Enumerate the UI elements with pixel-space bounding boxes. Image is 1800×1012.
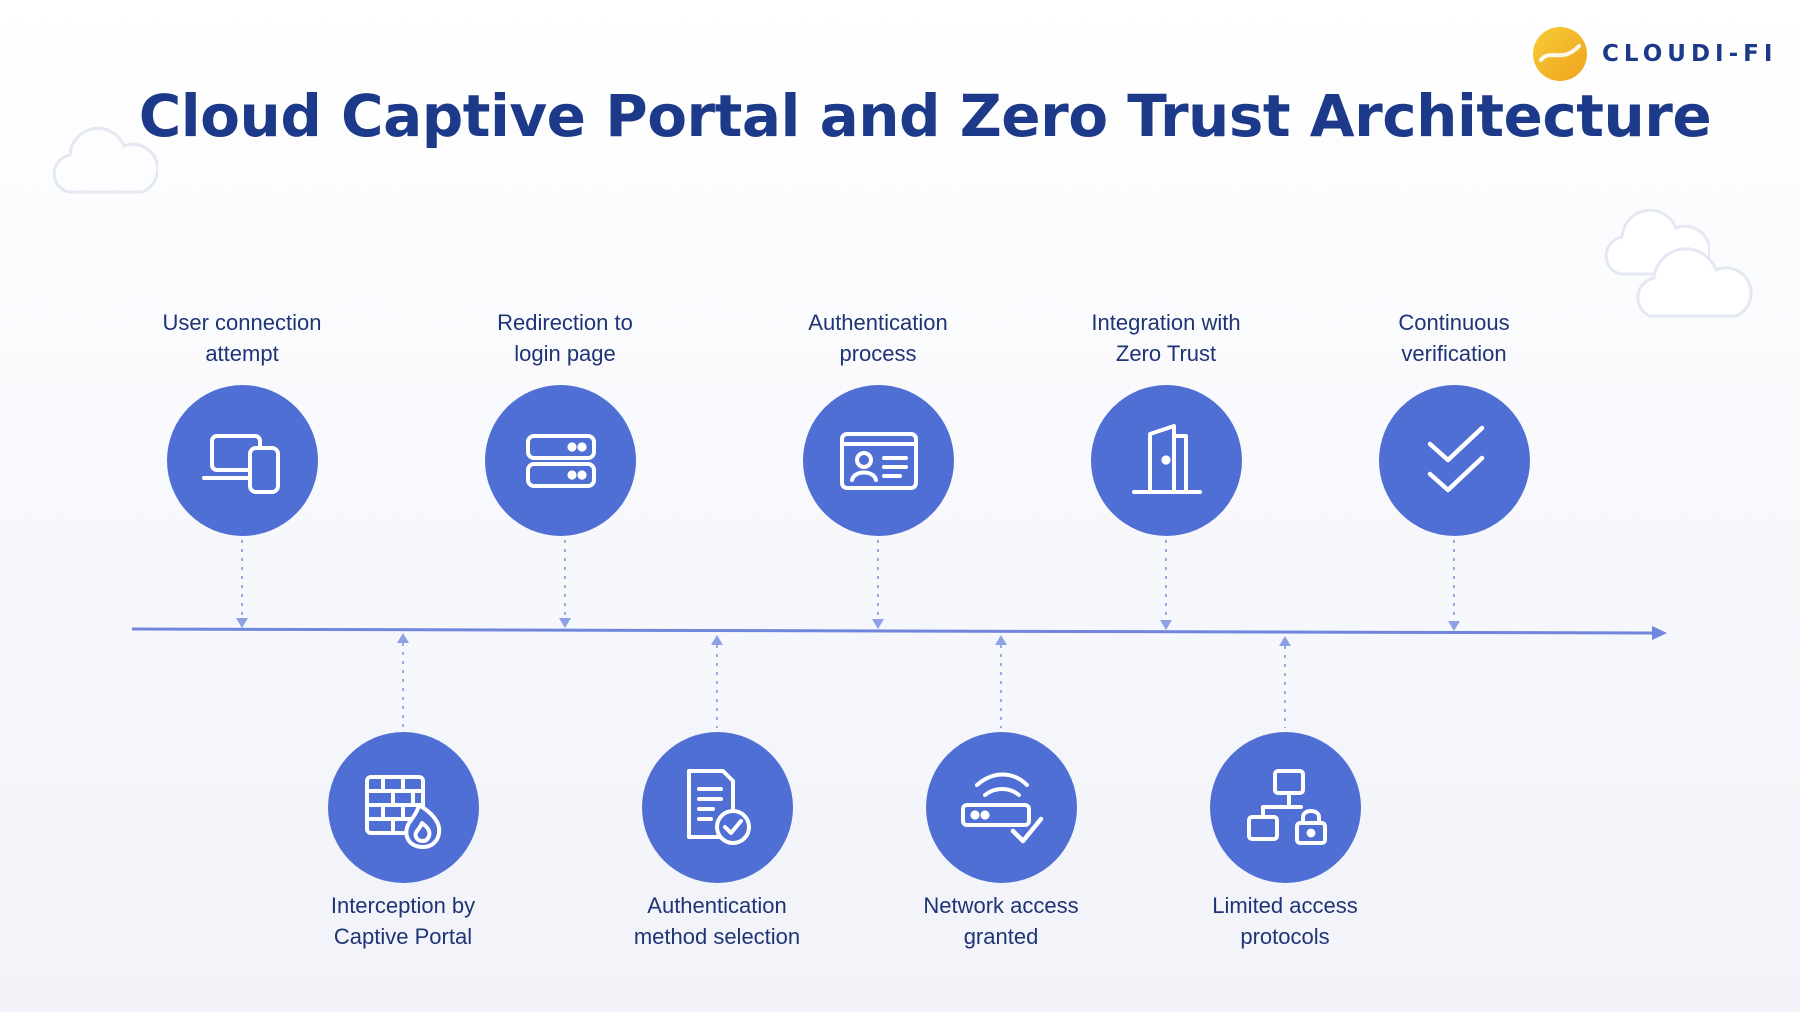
page-title: Cloud Captive Portal and Zero Trust Arch… <box>138 82 1712 150</box>
step-label-line2: verification <box>1401 341 1507 366</box>
step-label-line1: Interception by <box>330 893 476 918</box>
cloud-decoration-left <box>52 126 158 194</box>
step-label-line1: Continuous <box>1398 310 1510 335</box>
devices-icon <box>201 433 280 494</box>
router-check-icon <box>960 772 1043 843</box>
step-label-line1: Authentication <box>647 893 787 918</box>
document-check-icon <box>686 768 751 845</box>
timeline-axis <box>131 627 1653 635</box>
cloud-decoration-right-2 <box>1636 247 1753 318</box>
step-label-line1: Limited access <box>1212 893 1358 918</box>
network-lock-icon <box>1246 768 1327 845</box>
id-card-icon <box>839 431 918 490</box>
firewall-icon <box>364 774 441 849</box>
step-label-line2: method selection <box>633 924 801 949</box>
brand-name: CLOUDI-FI <box>1602 41 1778 67</box>
step-label-line1: Authentication <box>808 310 948 335</box>
step-label-line2: login page <box>514 341 616 366</box>
step-label-line2: Zero Trust <box>1115 341 1217 366</box>
step-label-line2: Captive Portal <box>333 924 473 949</box>
step-label-line2: attempt <box>205 341 279 366</box>
step-label-line1: Network access <box>923 893 1079 918</box>
step-label-line1: Redirection to <box>497 310 633 335</box>
step-label-line2: granted <box>963 924 1039 949</box>
timeline-arrowhead <box>1652 626 1667 640</box>
brand-logo: CLOUDI-FI <box>1532 26 1777 82</box>
door-icon <box>1131 423 1202 494</box>
step-label-line1: Integration with <box>1091 310 1241 335</box>
step-label-line2: protocols <box>1240 924 1330 949</box>
double-check-icon <box>1427 425 1484 492</box>
cloudi-fi-logo-icon <box>1533 27 1587 81</box>
step-label-line1: User connection <box>162 310 322 335</box>
server-icon <box>525 433 596 488</box>
step-label-line2: process <box>839 341 917 366</box>
